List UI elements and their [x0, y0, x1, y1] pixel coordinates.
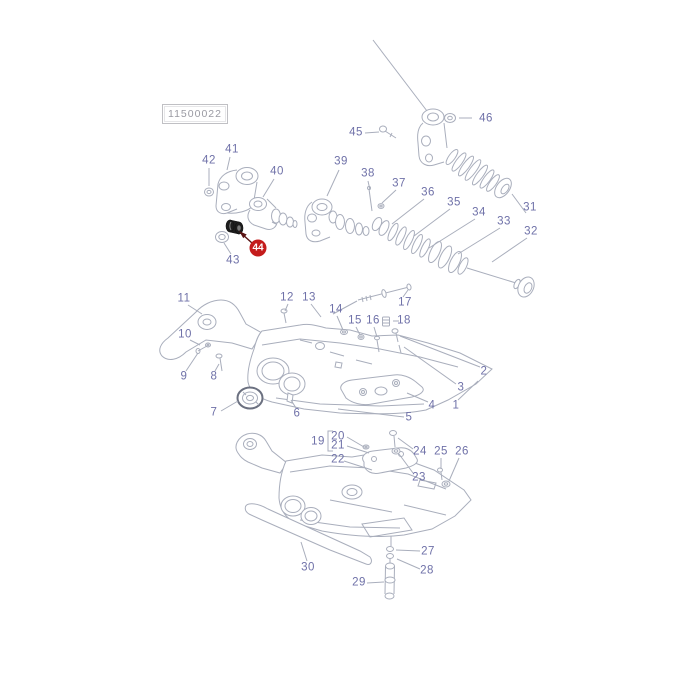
nut-23	[391, 447, 401, 455]
part-label-15[interactable]: 15	[348, 314, 362, 327]
yoke-39	[304, 198, 370, 243]
part-label-19[interactable]: 19	[311, 435, 325, 448]
reference-code-box: 11500022	[162, 104, 228, 124]
lower-casting	[235, 430, 472, 600]
ring-15	[357, 334, 365, 340]
part-label-38[interactable]: 38	[361, 167, 375, 180]
leader-lines	[185, 117, 528, 584]
bushing-44-part	[225, 219, 244, 235]
lift-cover-casting	[159, 283, 493, 415]
part-label-2[interactable]: 2	[480, 365, 488, 378]
spring-stack-33-36	[371, 216, 469, 275]
yoke-assembly-top-right	[304, 108, 535, 298]
part-label-42[interactable]: 42	[202, 154, 216, 167]
yoke-31	[417, 108, 448, 167]
part-label-14[interactable]: 14	[329, 303, 343, 316]
part-label-3[interactable]: 3	[457, 381, 465, 394]
highlighted-part-label-44[interactable]: 44	[249, 239, 267, 257]
part-label-6[interactable]: 6	[293, 407, 301, 420]
seal-7	[236, 386, 264, 410]
part-label-29[interactable]: 29	[352, 576, 366, 589]
part-label-23[interactable]: 23	[412, 471, 426, 484]
part-label-20[interactable]: 20	[331, 430, 345, 443]
part-label-22[interactable]: 22	[331, 453, 345, 466]
part-label-32[interactable]: 32	[524, 225, 538, 238]
stud-3	[398, 344, 402, 354]
boot-31	[445, 148, 512, 199]
washer-37	[377, 203, 385, 209]
nut-46	[444, 113, 456, 123]
part-label-10[interactable]: 10	[178, 328, 192, 341]
part-label-39[interactable]: 39	[334, 155, 348, 168]
part-label-8[interactable]: 8	[210, 370, 218, 383]
washer-42	[204, 187, 214, 197]
part-label-11[interactable]: 11	[177, 292, 191, 305]
bolt-2	[391, 328, 399, 343]
part-label-9[interactable]: 9	[180, 370, 188, 383]
washer-20	[362, 444, 370, 450]
link-rod-17	[357, 283, 412, 303]
part-label-37[interactable]: 37	[392, 177, 406, 190]
highlight-leader-44	[239, 231, 253, 244]
part-label-1[interactable]: 1	[452, 399, 460, 412]
part-label-34[interactable]: 34	[472, 206, 486, 219]
washer-14	[340, 329, 348, 335]
part-label-45[interactable]: 45	[349, 126, 363, 139]
link-chain-27-29	[384, 546, 396, 600]
bolt-8	[215, 353, 223, 372]
washer-10	[205, 342, 211, 348]
part-label-28[interactable]: 28	[420, 564, 434, 577]
part-label-46[interactable]: 46	[479, 112, 493, 125]
screw-32	[466, 267, 535, 298]
part-label-5[interactable]: 5	[405, 411, 413, 424]
part-label-16[interactable]: 16	[366, 314, 380, 327]
yoke-assembly-top-left	[204, 167, 298, 243]
bolt-24	[389, 430, 397, 448]
part-label-25[interactable]: 25	[434, 445, 448, 458]
ring-43	[215, 231, 229, 243]
part-label-33[interactable]: 33	[497, 215, 511, 228]
part-label-36[interactable]: 36	[421, 186, 435, 199]
part-label-31[interactable]: 31	[523, 201, 537, 214]
stabilizer-rod-30	[244, 503, 372, 565]
part-label-13[interactable]: 13	[302, 291, 316, 304]
part-label-18[interactable]: 18	[397, 314, 411, 327]
cover-plate-4	[340, 374, 424, 406]
part-label-40[interactable]: 40	[270, 165, 284, 178]
part-label-7[interactable]: 7	[210, 406, 218, 419]
part-label-35[interactable]: 35	[447, 196, 461, 209]
part-label-30[interactable]: 30	[301, 561, 315, 574]
part-label-21[interactable]: 21	[331, 439, 345, 452]
part-label-24[interactable]: 24	[413, 445, 427, 458]
part-label-41[interactable]: 41	[225, 143, 239, 156]
part-label-4[interactable]: 4	[428, 399, 436, 412]
nut-26	[441, 480, 451, 488]
part-label-26[interactable]: 26	[455, 445, 469, 458]
reference-code: 11500022	[168, 108, 222, 120]
part-label-27[interactable]: 27	[421, 545, 435, 558]
bolt-45	[379, 125, 397, 139]
part-label-17[interactable]: 17	[398, 296, 412, 309]
part-label-12[interactable]: 12	[280, 291, 294, 304]
clip-18	[382, 316, 390, 327]
part-label-43[interactable]: 43	[226, 254, 240, 267]
group-bracket-19-21	[327, 430, 333, 452]
